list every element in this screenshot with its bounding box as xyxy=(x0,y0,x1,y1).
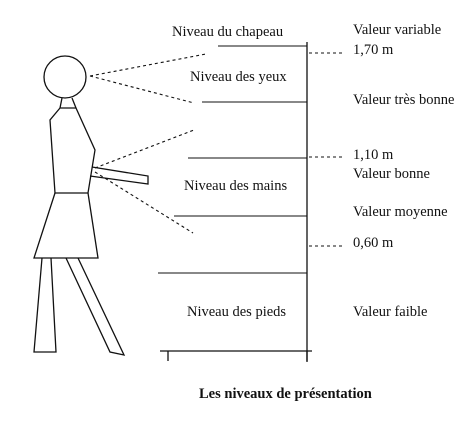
person-back-leg xyxy=(33,257,57,353)
height-110: 1,10 m xyxy=(353,147,394,163)
diagram-caption: Les niveaux de présentation xyxy=(199,386,372,402)
height-markers xyxy=(309,52,345,247)
person-neck xyxy=(59,97,77,109)
person-front-leg xyxy=(65,257,126,356)
label-hat-level: Niveau du chapeau xyxy=(172,24,283,40)
label-feet-level: Niveau des pieds xyxy=(187,304,286,320)
label-hands-level: Niveau des mains xyxy=(184,178,287,194)
label-eyes-level: Niveau des yeux xyxy=(190,69,287,85)
person-figure xyxy=(33,55,149,356)
value-weak: Valeur faible xyxy=(353,304,427,320)
value-very-good: Valeur très bonne xyxy=(353,92,454,108)
sight-lines xyxy=(89,53,207,234)
person-torso xyxy=(49,107,96,194)
height-060: 0,60 m xyxy=(353,235,394,251)
sight-line-upper xyxy=(89,53,207,77)
person-arm xyxy=(89,166,149,185)
reach-line-lower xyxy=(94,171,194,234)
shelf-unit xyxy=(158,42,312,362)
value-medium: Valeur moyenne xyxy=(353,204,448,220)
value-good: Valeur bonne xyxy=(353,166,430,182)
sight-line-lower xyxy=(89,75,195,104)
height-170: 1,70 m xyxy=(353,42,394,58)
person-skirt xyxy=(33,192,99,259)
value-variable: Valeur variable xyxy=(353,22,441,38)
reach-line-upper xyxy=(94,129,195,169)
person-head xyxy=(43,55,87,99)
